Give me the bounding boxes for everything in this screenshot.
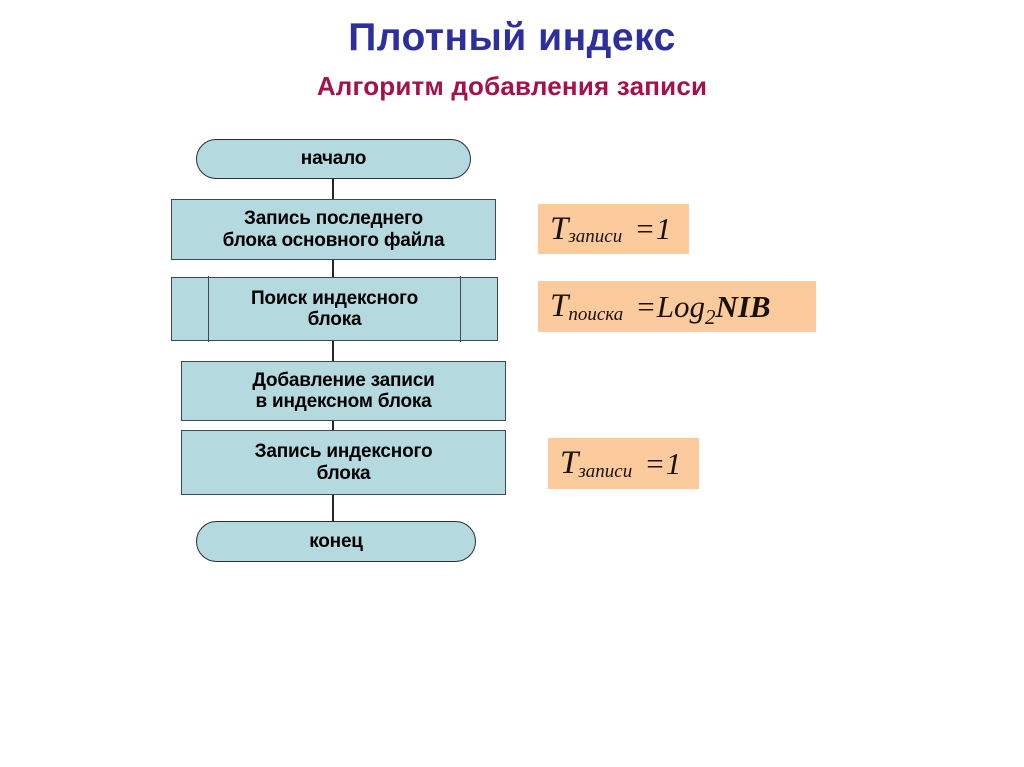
flow-node-end[interactable]: конец [196, 521, 476, 562]
connector-start-to-write-last [332, 178, 334, 200]
flow-node-write-last-block-line2: блока основного файла [222, 229, 445, 251]
connector-add-record-to-write-index [332, 421, 334, 437]
flow-node-start-label: начало [300, 148, 367, 170]
flow-node-write-last-block-text: Запись последнего блока основного файла [217, 208, 451, 251]
flow-node-write-index-block-text: Запись индексного блока [249, 441, 439, 484]
formula-2-log-base: 2 [704, 304, 716, 329]
page-title: Плотный индекс [348, 16, 676, 59]
connector-write-last-to-search-index [332, 259, 334, 277]
flow-node-search-index-block[interactable]: Поиск индексного блока [171, 276, 498, 342]
formula-3-equals: = [646, 445, 664, 481]
flow-node-write-last-block-line1: Запись последнего [244, 208, 423, 230]
formula-3-value: 1 [665, 445, 682, 481]
formula-2-log-arg: NIB [715, 288, 771, 324]
flow-node-add-record-line1: Добавление записи [252, 369, 435, 391]
formula-1-subscript: записи [568, 226, 623, 247]
flow-node-start[interactable]: начало [196, 139, 471, 179]
connector-search-index-to-add-record [332, 341, 334, 361]
flow-node-search-index-block-line1: Поиск индексного [250, 287, 419, 309]
formula-2-log-fn: Log [656, 288, 705, 324]
page-subtitle: Алгоритм добавления записи [316, 71, 708, 101]
formula-1-value: 1 [655, 211, 672, 246]
flow-node-write-index-block-line1: Запись индексного [254, 441, 433, 463]
flow-node-search-index-block-text: Поиск индексного блока [245, 288, 424, 331]
flow-node-add-record-text: Добавление записи в индексном блока [246, 370, 440, 413]
flow-node-add-record[interactable]: Добавление записи в индексном блока [181, 361, 506, 421]
formula-2-variable: T [550, 288, 569, 324]
formula-3-variable: T [560, 445, 579, 481]
flow-node-write-index-block[interactable]: Запись индексного блока [181, 430, 506, 495]
formula-2-subscript: поиска [568, 303, 624, 325]
connector-write-index-to-end [332, 495, 334, 522]
flow-node-end-label: конец [309, 530, 363, 552]
formula-2-equals: = [637, 288, 655, 324]
formula-1-equals: = [636, 211, 654, 246]
formula-1-variable: T [550, 210, 569, 247]
formula-3-subscript: записи [578, 460, 633, 482]
flow-node-write-index-block-line2: блока [316, 462, 371, 484]
flow-node-write-last-block[interactable]: Запись последнего блока основного файла [171, 199, 496, 260]
formula-2-value: Log2NIB [656, 288, 771, 329]
flow-node-search-index-block-line2: блока [307, 309, 362, 330]
flow-node-add-record-line2: в индексном блока [255, 391, 432, 412]
